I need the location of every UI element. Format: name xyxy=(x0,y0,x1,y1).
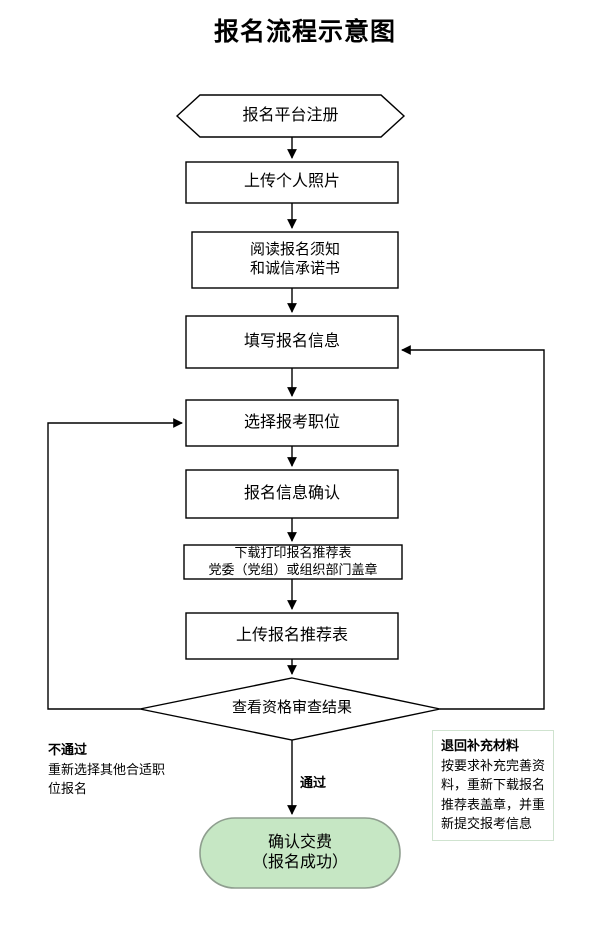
annotation-fail: 不通过 重新选择其他合适职位报名 xyxy=(48,740,183,799)
node-fill-info-line1: 填写报名信息 xyxy=(243,332,340,350)
node-pay-shape xyxy=(199,817,401,889)
node-read-notice-line1: 阅读报名须知 xyxy=(249,241,340,258)
node-fill-info-shape xyxy=(185,315,399,369)
node-fill-info[interactable]: 填写报名信息 xyxy=(186,316,398,368)
node-pay[interactable]: 确认交费 （报名成功） xyxy=(200,818,400,888)
node-register-line1: 报名平台注册 xyxy=(242,106,339,124)
node-confirm-info-line1: 报名信息确认 xyxy=(243,484,340,502)
node-choose-position[interactable]: 选择报考职位 xyxy=(186,400,398,446)
node-download-form-line1: 下载打印报名推荐表 xyxy=(234,545,352,561)
annotation-return-body: 按要求补充完善资料，重新下载报名推荐表盖章，并重新提交报考信息 xyxy=(441,757,546,832)
edge-label-pass: 通过 xyxy=(300,775,327,790)
node-confirm-info-shape xyxy=(185,469,399,519)
annotation-fail-head: 不通过 xyxy=(48,742,88,757)
annotation-return: 退回补充材料 按要求补充完善资料，重新下载报名推荐表盖章，并重新提交报考信息 xyxy=(432,730,554,841)
node-download-form-line2: 党委（党组）或组织部门盖章 xyxy=(208,562,378,577)
node-upload-photo-shape xyxy=(185,161,399,204)
node-read-notice-shape xyxy=(191,231,399,289)
node-check-result-line1: 查看资格审查结果 xyxy=(231,700,352,717)
annotation-return-head: 退回补充材料 xyxy=(441,738,520,753)
node-upload-photo-line1: 上传个人照片 xyxy=(243,173,340,191)
node-choose-position-line1: 选择报考职位 xyxy=(243,413,340,431)
edge-check-to-fill-loop xyxy=(401,345,545,710)
node-check-result[interactable]: 查看资格审查结果 xyxy=(160,688,424,730)
page-title: 报名流程示意图 xyxy=(213,19,396,46)
node-confirm-info[interactable]: 报名信息确认 xyxy=(186,470,398,518)
node-upload-photo[interactable]: 上传个人照片 xyxy=(186,162,398,203)
edge-check-to-choose-loop xyxy=(47,418,183,710)
node-download-form-shape xyxy=(183,544,403,580)
node-register[interactable]: 报名平台注册 xyxy=(177,95,404,137)
node-upload-form-line1: 上传报名推荐表 xyxy=(235,626,348,644)
node-download-form[interactable]: 下载打印报名推荐表 党委（党组）或组织部门盖章 xyxy=(184,545,402,579)
annotation-fail-body: 重新选择其他合适职位报名 xyxy=(48,761,166,797)
node-pay-line1: 确认交费 xyxy=(267,833,332,851)
node-read-notice-line2: 和诚信承诺书 xyxy=(249,261,340,277)
node-upload-form[interactable]: 上传报名推荐表 xyxy=(186,613,398,659)
node-register-shape xyxy=(175,94,406,138)
node-upload-form-shape xyxy=(185,612,399,660)
node-pay-line2: （报名成功） xyxy=(251,854,348,871)
node-read-notice[interactable]: 阅读报名须知 和诚信承诺书 xyxy=(192,232,398,288)
